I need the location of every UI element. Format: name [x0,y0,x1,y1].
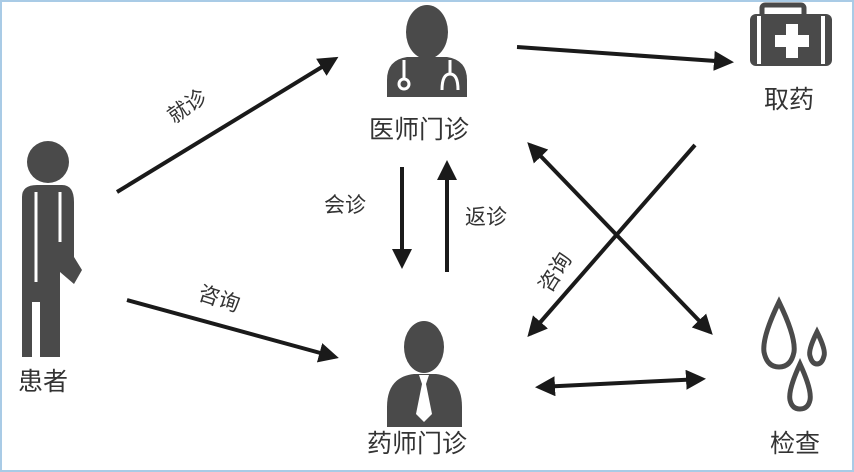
blood-drops-icon [761,296,827,412]
arrow-doctor-examination [527,142,713,335]
medical-kit-icon [750,2,832,66]
node-label-get-medicine: 取药 [764,85,814,114]
edge-label-return-visit: 返诊 [465,205,507,229]
patient-icon [22,141,82,357]
edge-label-consult-patient: 咨询 [195,281,242,317]
arrow-pharmacist-examination [535,369,706,397]
arrow-doctor-to-medicine [516,45,734,71]
node-label-examination: 检查 [770,429,820,458]
node-label-pharmacist-clinic: 药师门诊 [367,429,467,458]
pharmacist-icon [387,321,462,427]
edge-label-consultation: 会诊 [324,193,366,217]
arrow-patient-to-doctor [115,56,339,194]
edge-label-visit: 就诊 [163,84,211,128]
node-label-patient: 患者 [18,367,68,396]
node-label-doctor-clinic: 医师门诊 [369,115,469,144]
arrow-patient-to-pharmacist [126,298,339,363]
doctor-icon [387,5,467,97]
